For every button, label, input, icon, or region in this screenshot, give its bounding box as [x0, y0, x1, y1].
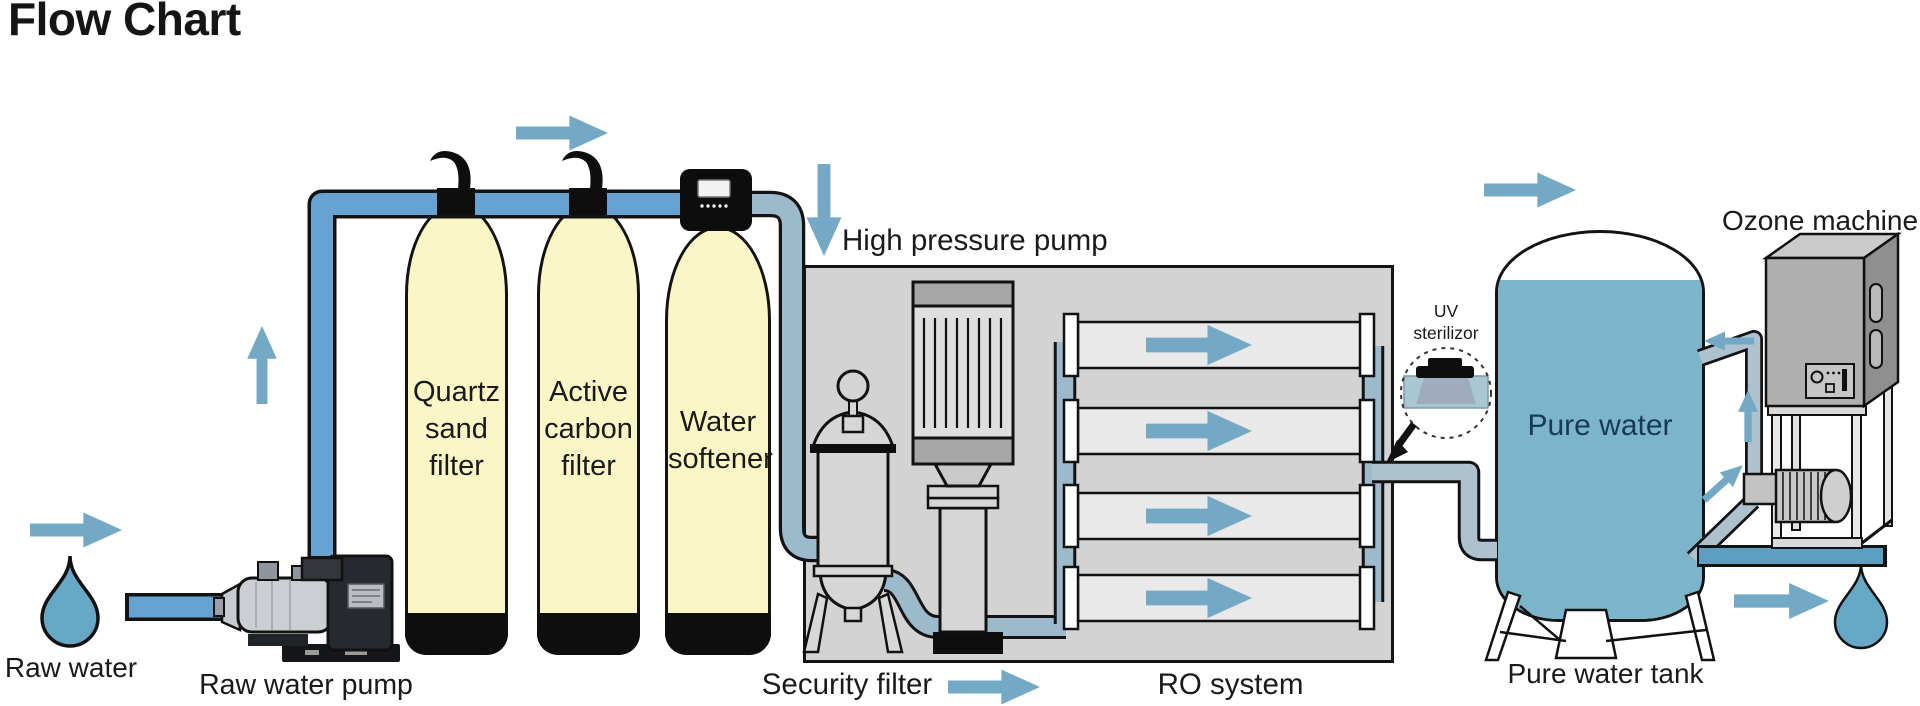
ro-system-label: RO system	[1157, 668, 1304, 701]
uv-sterilizor-label-line1: UV	[1433, 301, 1459, 321]
pure-water-label: Pure water	[1527, 409, 1673, 442]
tank-base	[405, 613, 508, 655]
pure-water-tank-label: Pure water tank	[1507, 658, 1704, 689]
pure-water-drop	[1833, 563, 1889, 650]
uv-sterilizor-label: UV sterilizor	[1386, 301, 1506, 344]
page-title: Flow Chart	[8, 0, 241, 45]
quartz-sand-filter-label: Quartz sand filter	[412, 375, 501, 482]
security-filter-label: Security filter	[761, 668, 933, 701]
flow-arrow	[1484, 172, 1576, 208]
water-softener-tank: Water softener	[665, 226, 773, 655]
flow-arrow	[30, 512, 122, 548]
active-carbon-filter-tank: Active carbon filter	[537, 203, 640, 655]
flow-arrow	[806, 164, 842, 256]
raw-water-label: Raw water	[4, 652, 138, 683]
magnifier-circle	[1400, 347, 1492, 439]
ozone-machine-illustration	[1742, 231, 1902, 549]
uv-sterilizer-detail	[1386, 347, 1492, 463]
raw-water-pump-label: Raw water pump	[199, 669, 413, 701]
quartz-sand-filter-tank: Quartz sand filter	[405, 203, 508, 655]
raw-water-drop	[40, 555, 100, 648]
ozone-generator-motor	[1742, 468, 1853, 524]
pure-water-fill	[1498, 280, 1702, 619]
ro-membrane-tubes	[1062, 312, 1376, 631]
ozone-machine-label: Ozone machine	[1721, 205, 1919, 236]
tank-base	[537, 613, 640, 655]
pure-water-tank: Pure water	[1495, 230, 1705, 622]
high-pressure-pump-illustration	[911, 280, 1015, 654]
water-drops	[40, 555, 1889, 650]
high-pressure-pump-label: High pressure pump	[842, 224, 1108, 257]
raw-water-pump-illustration	[213, 554, 400, 662]
security-filter-illustration	[802, 369, 904, 654]
softener-control-valve	[680, 169, 752, 231]
uv-pointer-arrow	[1395, 421, 1417, 449]
uv-sterilizor-label-line2: sterilizor	[1413, 322, 1479, 343]
pure-water-tank-legs	[1484, 590, 1716, 662]
tank-valve-caps	[430, 151, 607, 215]
flow-arrow	[247, 326, 277, 404]
tank-base	[665, 613, 771, 655]
water-softener-label: Water softener	[668, 405, 773, 475]
flow-arrow	[1734, 582, 1829, 620]
active-carbon-filter-label: Active carbon filter	[544, 375, 633, 482]
ozone-control-panel	[1805, 363, 1855, 399]
flow-arrow	[948, 669, 1040, 705]
piping	[125, 189, 1887, 639]
flow-arrow	[516, 115, 608, 151]
